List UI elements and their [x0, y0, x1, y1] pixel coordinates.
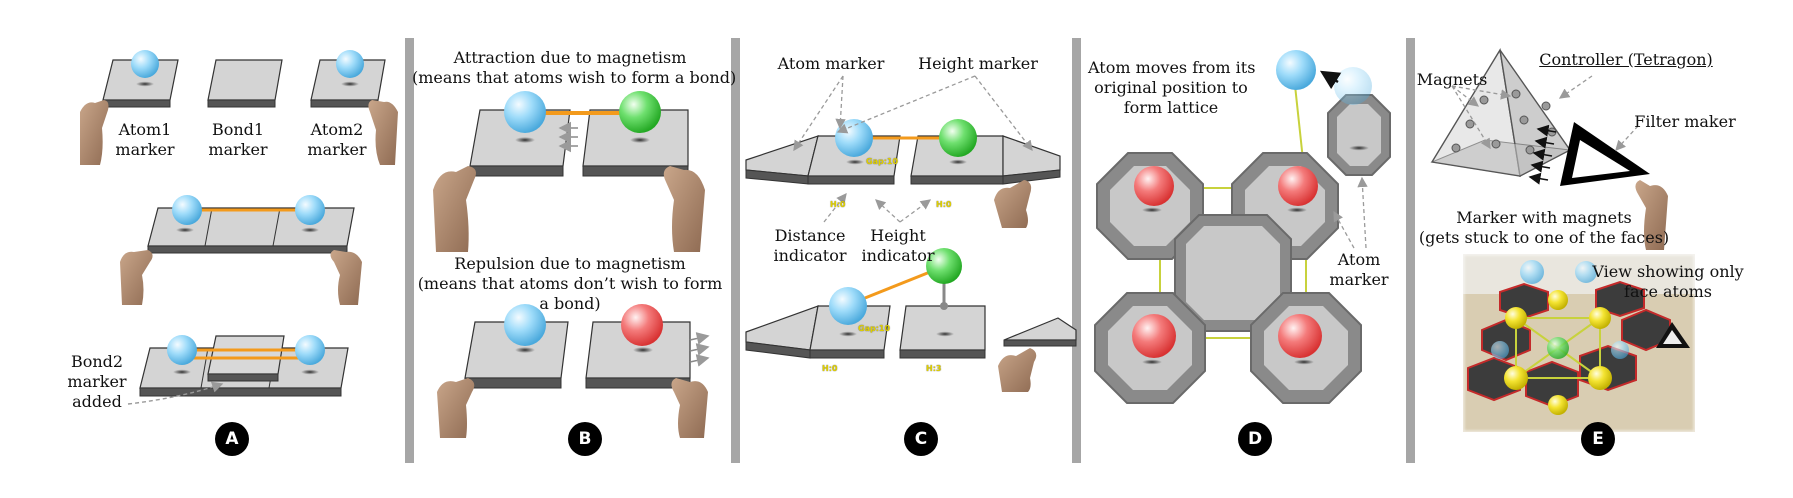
filter-maker-label: Filter maker	[1634, 112, 1736, 131]
atom2-marker-tile	[310, 50, 386, 108]
panel-a	[80, 50, 398, 405]
lower-markers-row	[745, 248, 1077, 392]
panel-c-pointers	[793, 75, 1033, 223]
controller-label: Controller (Tetragon)	[1539, 50, 1713, 69]
panel-badge-b: B	[568, 422, 602, 456]
upper-markers-row	[745, 119, 1061, 228]
repulsion-label: Repulsion due to magnetism (means that a…	[417, 254, 723, 313]
atom-marker-label: Atom marker	[777, 54, 885, 73]
gap-readout: Gap:10	[866, 157, 899, 166]
hand	[998, 348, 1037, 392]
joined-markers-row	[120, 195, 362, 305]
bond2-marker-tile	[207, 335, 285, 375]
atom1-marker-tile	[102, 50, 179, 108]
repulsion-arrows	[689, 332, 710, 367]
repulsion-illustration	[437, 304, 710, 438]
panel-c	[745, 75, 1077, 392]
panel-e-pointers	[1451, 75, 1639, 151]
atom-sphere	[336, 50, 364, 78]
attraction-arrows	[558, 121, 578, 153]
attraction-label: Attraction due to magnetism (means that …	[412, 48, 737, 87]
hand	[1635, 180, 1668, 250]
marker-magnets-label: Marker with magnets (gets stuck to one o…	[1418, 208, 1670, 247]
panel-badge-c: C	[904, 422, 938, 456]
height-readout: H:3	[926, 364, 942, 373]
height-readout: H:0	[822, 364, 838, 373]
panel-b	[433, 91, 710, 438]
pointer-arrow	[127, 381, 224, 405]
ar-view-photo	[1461, 252, 1697, 434]
panel-d	[1094, 50, 1391, 404]
atom-marker-label-d: Atom marker	[1329, 250, 1389, 289]
panel-badge-d: D	[1238, 422, 1272, 456]
panel-d-pointers	[1333, 176, 1368, 249]
hand	[330, 250, 362, 305]
atom1-marker-label: Atom1 marker	[115, 120, 175, 159]
panel-badge-e: E	[1581, 422, 1615, 456]
panel-e	[1430, 48, 1697, 434]
hand	[80, 100, 109, 165]
hand	[433, 166, 476, 252]
hand	[368, 100, 398, 165]
atom2-marker-label: Atom2 marker	[307, 120, 367, 159]
bond1-marker-tile	[207, 59, 283, 108]
bond2-marker-label: Bond2 marker added	[67, 352, 127, 411]
hand	[671, 378, 708, 438]
atom-move-label: Atom moves from its original position to…	[1088, 58, 1256, 117]
hand	[994, 180, 1032, 228]
magnets-label: Magnets	[1416, 70, 1488, 89]
hand	[120, 250, 153, 305]
distance-indicator-label: Distance indicator	[773, 226, 847, 265]
atom-sphere	[131, 50, 159, 78]
height-readout: H:0	[936, 200, 952, 209]
view-label: View showing only face atoms	[1592, 262, 1744, 301]
hand	[437, 378, 475, 438]
hand	[663, 166, 705, 252]
panel-separators	[405, 38, 1415, 463]
gap-readout: Gap:10	[858, 324, 891, 333]
bond2-added-row	[127, 335, 349, 405]
height-marker-label: Height marker	[918, 54, 1038, 73]
panel-badge-a: A	[215, 422, 249, 456]
attraction-illustration	[433, 91, 705, 252]
magnet-dots	[1451, 89, 1557, 155]
filter-marker-triangle	[1528, 122, 1668, 250]
height-readout: H:0	[830, 200, 846, 209]
octagon-markers	[1094, 94, 1391, 404]
height-indicator-label: Height indicator	[861, 226, 935, 265]
bond1-marker-label: Bond1 marker	[208, 120, 268, 159]
move-arrow	[1319, 70, 1342, 90]
